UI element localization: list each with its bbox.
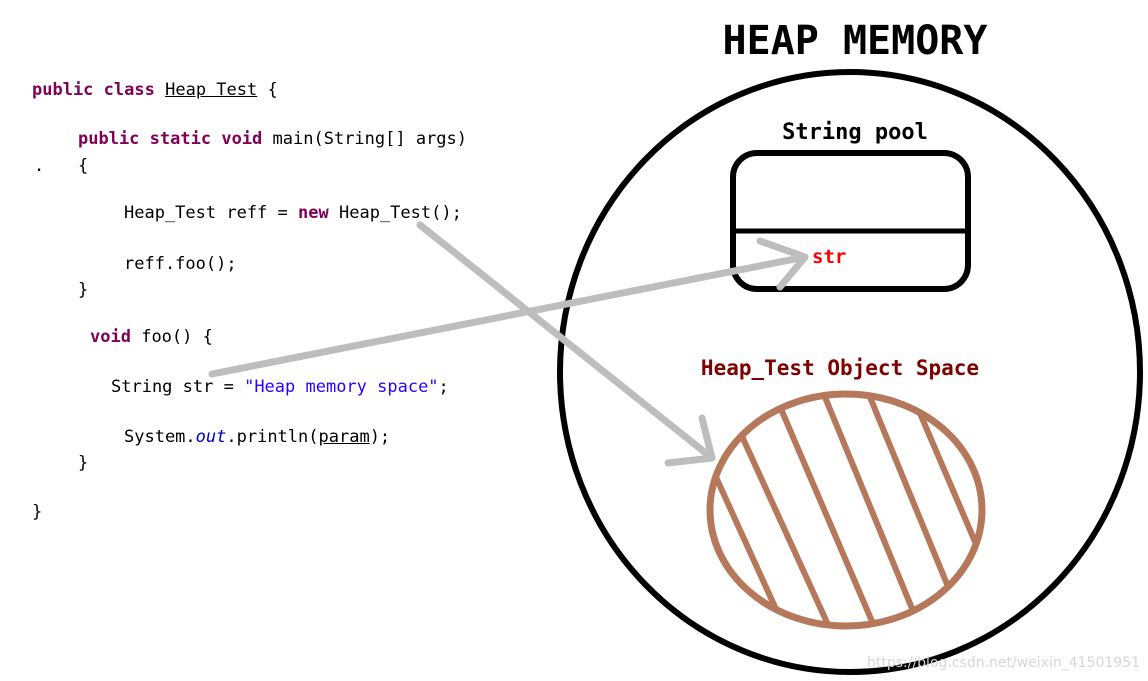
keyword-void: void [90, 327, 131, 347]
string-literal: "Heap memory space" [244, 377, 439, 397]
code-line-println: System.out.println(param); [124, 427, 390, 447]
code-line-foo-sig: void foo() { [90, 327, 213, 347]
code-line-string-decl: String str = "Heap memory space"; [111, 377, 449, 397]
code-class-close-brace: } [32, 502, 43, 522]
code-line-new-object: Heap_Test reff = new Heap_Test(); [124, 203, 462, 223]
param-argument: param [318, 427, 370, 447]
code-line-main-sig: public static void main(String[] args) [78, 129, 467, 149]
code-main-close-brace: } [78, 280, 89, 300]
println-method: .println( [226, 427, 319, 447]
keyword-void: void [221, 129, 263, 149]
class-name: Heap Test [165, 80, 258, 100]
watermark: https://blog.csdn.net/weixin_41501951 [866, 655, 1140, 671]
code-line-class-decl: public class Heap Test { [32, 80, 278, 100]
keyword-public: public [32, 80, 94, 100]
object-space-ellipse [706, 390, 986, 630]
string-ref-arrowhead [756, 237, 809, 291]
out-field: out [195, 427, 227, 447]
string-pool-entry: str [812, 246, 846, 268]
keyword-new: new [298, 203, 329, 223]
keyword-class: class [103, 80, 155, 100]
diagram-title: HEAP MEMORY [723, 18, 988, 64]
code-line-call-foo: reff.foo(); [124, 254, 237, 274]
object-space-hatching [710, 394, 982, 626]
foo-signature: foo() { [141, 327, 213, 347]
object-ref-arrowhead [664, 414, 716, 467]
code-panel: public class Heap Test { public static v… [0, 0, 560, 681]
brace: { [267, 80, 278, 100]
string-ref-arrow [208, 253, 809, 378]
code-foo-close-brace: } [78, 453, 89, 473]
declaration: Heap_Test reff = [124, 203, 288, 223]
semicolon: ; [438, 377, 449, 397]
constructor-call: Heap_Test(); [338, 203, 462, 223]
keyword-static: static [149, 129, 212, 149]
heap-memory-circle [557, 69, 1143, 675]
code-bullet: . [34, 156, 45, 176]
object-space-label: Heap_Test Object Space [701, 356, 979, 380]
code-main-open-brace: { [78, 156, 89, 176]
string-pool-box [730, 150, 971, 292]
string-pool-label: String pool [782, 120, 928, 145]
keyword-public: public [78, 129, 140, 149]
call-suffix: ); [369, 427, 391, 447]
main-signature: main(String[] args) [272, 129, 468, 149]
system-prefix: System. [124, 427, 196, 447]
string-declaration: String str = [111, 377, 234, 397]
object-ref-arrow [416, 221, 716, 462]
